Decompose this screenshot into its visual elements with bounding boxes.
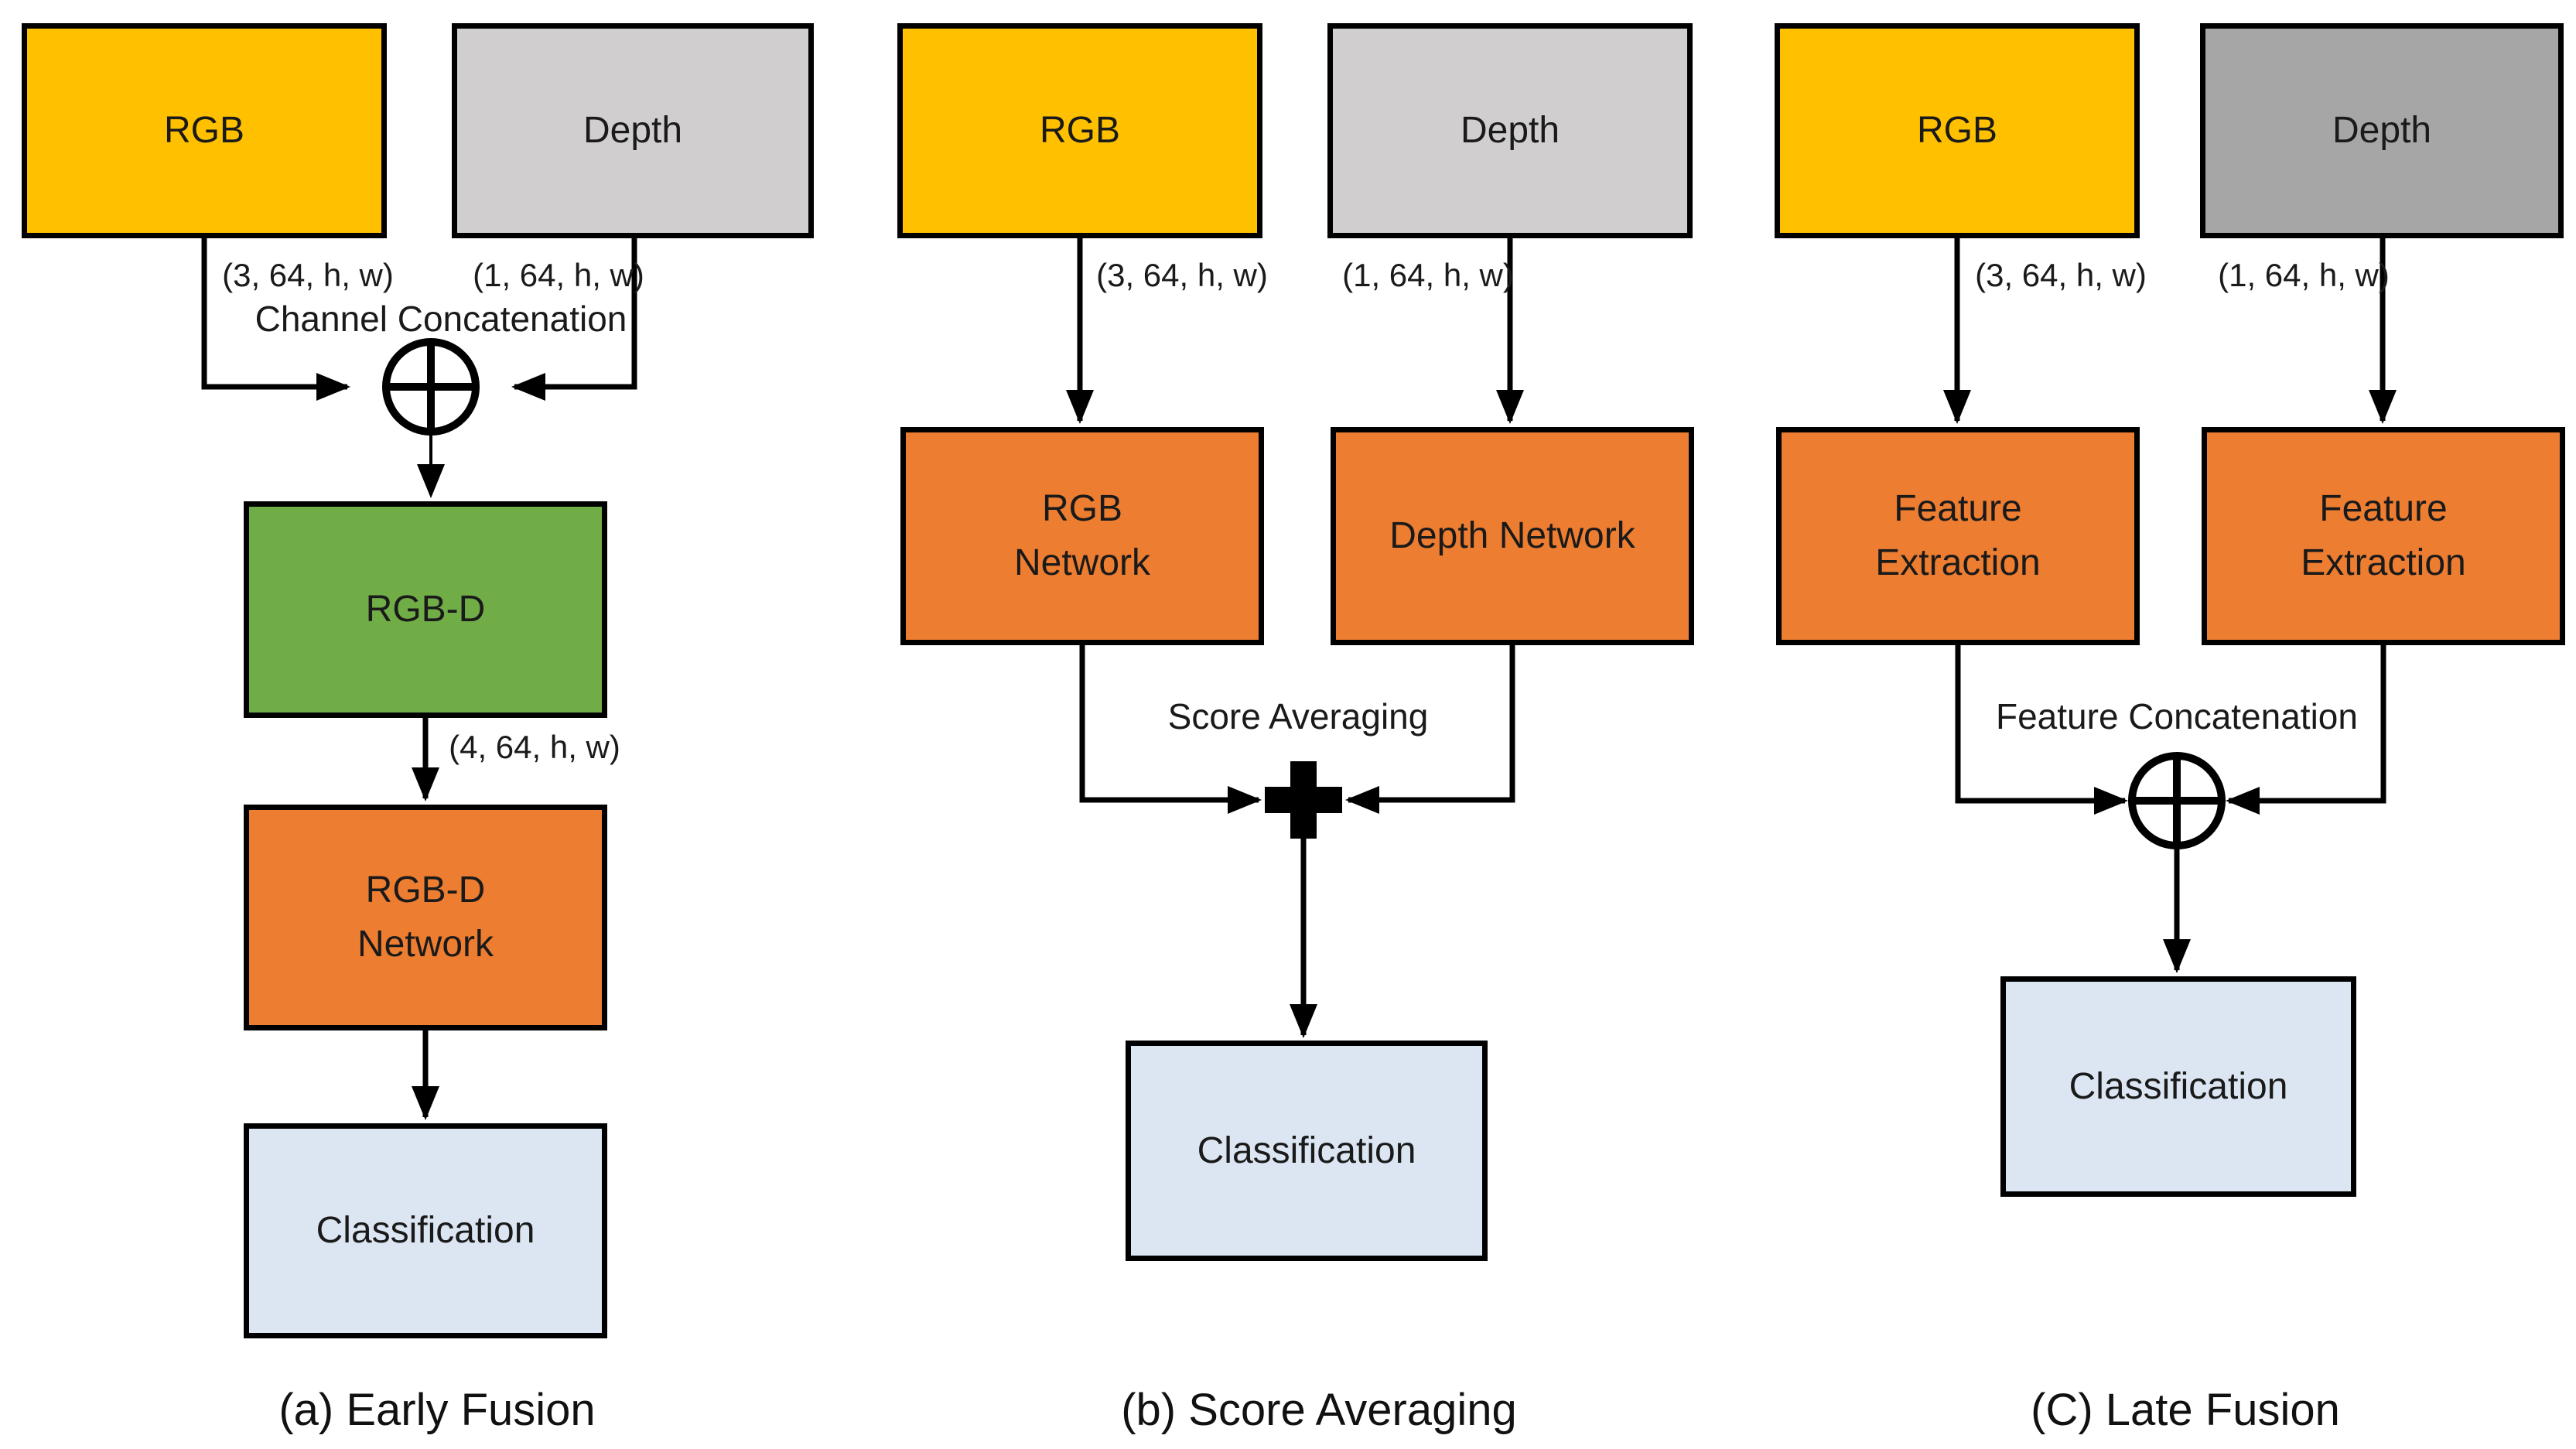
wire-a-depth-to-concat: [511, 238, 637, 401]
rgb-shape-annotation-a: (3, 64, h, w): [222, 257, 394, 293]
channel-concatenation-label: Channel Concatenation: [255, 299, 627, 339]
classification-label-b: Classification: [1197, 1129, 1416, 1171]
depth-shape-annotation-b: (1, 64, h, w): [1342, 257, 1514, 293]
depth-input-label-a: Depth: [583, 110, 683, 152]
rgb-network-label: RGB Network: [1013, 488, 1151, 583]
wire-a-rgb-to-concat: [201, 238, 350, 401]
feature-extraction-depth-label: Feature Extraction: [2301, 488, 2466, 583]
caption-late-fusion: (C) Late Fusion: [2031, 1384, 2340, 1435]
feature-extraction-rgb-box: Feature Extraction: [1776, 427, 2140, 645]
feature-concatenation-label: Feature Concatenation: [1996, 696, 2358, 736]
plus-icon: [1265, 761, 1342, 839]
depth-shape-annotation-c: (1, 64, h, w): [2218, 257, 2390, 293]
wire-b-depthnet-to-sum: [1345, 645, 1515, 814]
rgb-input-box-c: RGB: [1775, 23, 2140, 238]
rgb-input-box-b: RGB: [897, 23, 1262, 238]
classification-label-a: Classification: [316, 1210, 535, 1252]
classification-box-b: Classification: [1126, 1041, 1488, 1261]
score-averaging-label: Score Averaging: [1167, 696, 1429, 736]
depth-input-box-a: Depth: [452, 23, 814, 238]
rgbd-label: RGB-D: [365, 589, 486, 631]
classification-label-c: Classification: [2069, 1065, 2288, 1107]
caption-score-averaging: (b) Score Averaging: [1121, 1384, 1517, 1435]
depth-input-label-b: Depth: [1460, 110, 1560, 152]
circle-plus-icon: [2128, 752, 2226, 849]
classification-box-a: Classification: [244, 1123, 607, 1338]
rgbd-box: RGB-D: [244, 501, 607, 718]
depth-input-label-c: Depth: [2332, 110, 2432, 152]
rgb-input-box-a: RGB: [22, 23, 387, 238]
rgbd-network-label: RGB-D Network: [357, 870, 494, 965]
feature-extraction-rgb-label: Feature Extraction: [1875, 488, 2041, 583]
rgb-network-box: RGB Network: [900, 427, 1264, 645]
depth-network-label: Depth Network: [1389, 515, 1635, 557]
depth-input-box-c: Depth: [2200, 23, 2564, 238]
rgbd-network-box: RGB-D Network: [244, 805, 607, 1030]
rgb-shape-annotation-c: (3, 64, h, w): [1975, 257, 2147, 293]
classification-box-c: Classification: [2000, 976, 2356, 1197]
depth-shape-annotation-a: (1, 64, h, w): [473, 257, 644, 293]
caption-early-fusion: (a) Early Fusion: [278, 1384, 596, 1435]
depth-input-box-b: Depth: [1327, 23, 1693, 238]
wire-b-rgbnet-to-sum: [1079, 645, 1262, 814]
depth-network-box: Depth Network: [1331, 427, 1694, 645]
rgb-input-label-b: RGB: [1039, 110, 1120, 152]
feature-extraction-depth-box: Feature Extraction: [2202, 427, 2565, 645]
wire-c-featrgb-to-concat: [1955, 645, 2128, 815]
rgb-input-label-a: RGB: [163, 110, 244, 152]
rgb-shape-annotation-b: (3, 64, h, w): [1096, 257, 1268, 293]
wire-c-featdepth-to-concat: [2226, 645, 2386, 815]
fused-shape-annotation-a: (4, 64, h, w): [449, 729, 620, 765]
circle-plus-icon: [382, 338, 480, 436]
rgb-input-label-c: RGB: [1916, 110, 1997, 152]
